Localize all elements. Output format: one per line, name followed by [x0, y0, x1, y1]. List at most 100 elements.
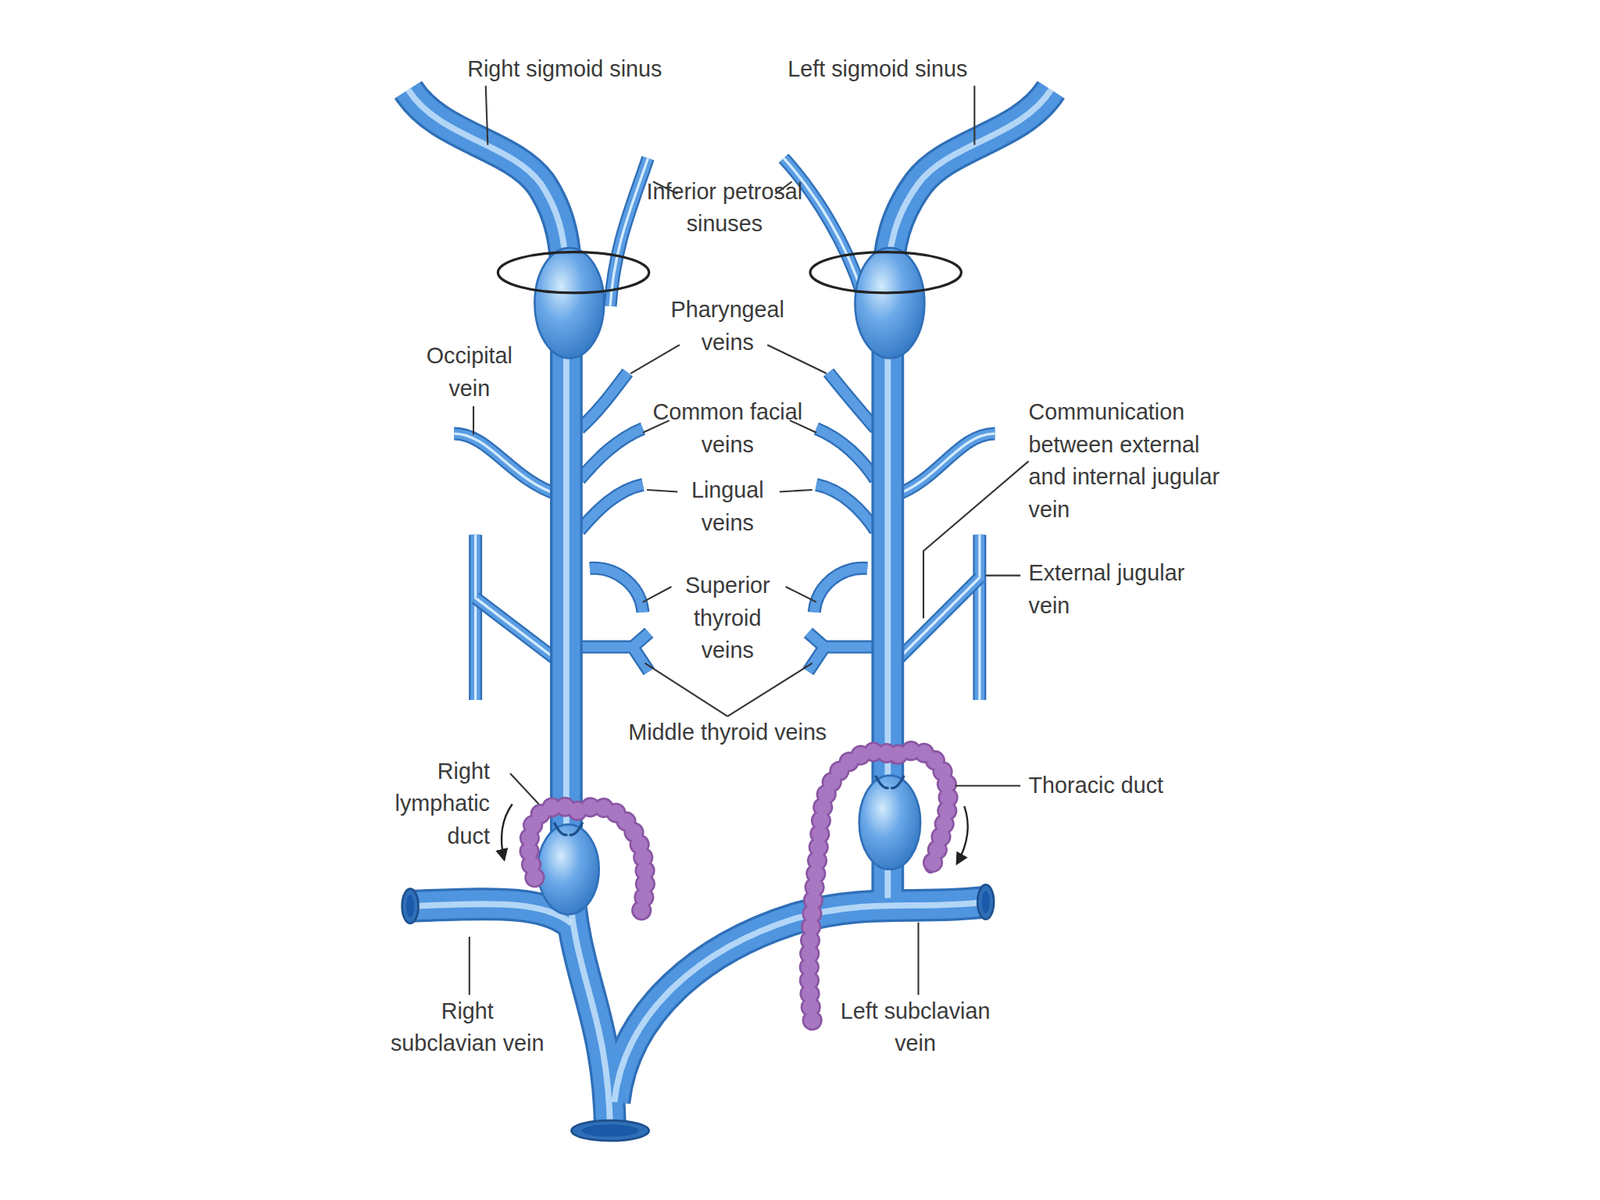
- vein-opening: [571, 1120, 649, 1141]
- brachiocephalic-vein-fill: [568, 877, 611, 1131]
- petrosal-sinus-shine: [783, 157, 863, 294]
- leader-line: [955, 785, 1022, 787]
- jugular-foramen-ring: [497, 252, 649, 293]
- thoracic-duct-beads: [809, 750, 949, 1021]
- vein-valve: [553, 822, 583, 836]
- communicating-vein-shine: [475, 597, 562, 664]
- communicating-vein-fill: [475, 597, 562, 664]
- communicating-vein-outline: [893, 577, 980, 664]
- part-label: Communication between external and inter…: [1028, 396, 1223, 527]
- occipital-vein-outline: [896, 433, 996, 495]
- part-label: Occipital vein: [416, 339, 523, 406]
- external-jugular-shine: [474, 534, 477, 700]
- subclavian-vein-shine: [410, 903, 572, 924]
- leader-lines: [469, 85, 1029, 996]
- thyroid-vein-outline: [807, 632, 878, 672]
- facial-vein-outline: [579, 428, 643, 480]
- part-label: Middle thyroid veins: [594, 716, 861, 750]
- leader-line: [642, 586, 672, 603]
- pharyngeal-vein-fill: [828, 372, 876, 429]
- leader-line: [485, 85, 489, 146]
- thyroid-vein-outline: [814, 567, 868, 612]
- part-label: Right subclavian vein: [387, 994, 547, 1061]
- leader-line: [973, 85, 975, 146]
- internal-jugular-outline: [887, 89, 1051, 898]
- occipital-vein-fill: [453, 433, 560, 495]
- superior-bulb: [534, 247, 604, 358]
- subclavian-vein-outline: [410, 903, 572, 924]
- lingual-vein-outline: [579, 484, 643, 531]
- vein-lumen: [581, 1124, 639, 1137]
- pharyngeal-vein-outline: [828, 372, 876, 429]
- communicating-vein-outline: [475, 597, 562, 664]
- lymphatic-duct: [528, 806, 646, 914]
- leader-line: [985, 575, 1021, 577]
- brachiocephalic-vein-shine: [568, 877, 611, 1131]
- part-label: Right lymphatic duct: [375, 755, 490, 854]
- leader-line: [917, 922, 919, 996]
- internal-jugular-shine: [887, 89, 1051, 898]
- leader-line: [785, 586, 817, 603]
- lymph-ducts: [501, 750, 968, 1021]
- external-jugular-fill: [470, 534, 480, 700]
- occipital-vein-shine: [896, 433, 996, 495]
- vein-lumen: [406, 894, 415, 918]
- thyroid-vein-outline: [579, 632, 650, 672]
- part-label: Inferior petrosal sinuses: [634, 175, 815, 242]
- jugular-foramen-ring: [810, 252, 961, 293]
- leader-line: [644, 663, 812, 717]
- pharyngeal-vein-fill: [579, 372, 628, 429]
- part-label: Left subclavian vein: [833, 994, 997, 1061]
- part-label: Superior thyroid veins: [671, 569, 784, 668]
- subclavian-vein-fill: [410, 903, 572, 924]
- leader-line: [767, 344, 827, 374]
- occipital-vein-shine: [453, 433, 560, 495]
- occipital-vein-fill: [896, 433, 996, 495]
- main-veins: [402, 89, 1052, 1141]
- part-label: Common facial veins: [650, 396, 804, 462]
- part-label: External jugular vein: [1028, 557, 1199, 623]
- tributary-veins: [453, 157, 995, 700]
- leader-line: [779, 489, 813, 493]
- part-label: Thoracic duct: [1028, 769, 1233, 803]
- vein-opening: [402, 889, 419, 924]
- leader-line: [630, 344, 680, 374]
- petrosal-sinus-shine: [610, 157, 648, 306]
- facial-vein-fill: [579, 428, 643, 480]
- thoracic-duct-beads: [809, 750, 949, 1021]
- leader-line: [468, 936, 471, 995]
- lingual-vein-fill: [816, 484, 876, 531]
- facial-vein-outline: [816, 428, 876, 480]
- leader-line: [510, 773, 540, 804]
- external-jugular-fill: [975, 534, 985, 700]
- thyroid-vein-fill: [589, 567, 643, 612]
- leader-line: [923, 460, 1029, 618]
- part-label: Pharyngeal veins: [660, 293, 794, 360]
- lingual-vein-outline: [816, 484, 876, 531]
- petrosal-sinus-fill: [610, 157, 648, 306]
- pharyngeal-vein-outline: [579, 372, 628, 429]
- communicating-vein-shine: [893, 577, 980, 664]
- occipital-vein-outline: [453, 433, 560, 495]
- petrosal-sinus-outline: [783, 157, 863, 294]
- vein-lumen: [981, 890, 990, 914]
- leader-line: [646, 489, 678, 493]
- part-label: Left sigmoid sinus: [787, 53, 1022, 86]
- brachiocephalic-vein-outline: [568, 877, 611, 1131]
- leader-line: [472, 406, 475, 436]
- lymphatic-duct-beads: [528, 806, 646, 914]
- vein-valve: [875, 775, 905, 789]
- part-label: Lingual veins: [681, 474, 774, 540]
- thyroid-vein-fill: [579, 632, 650, 672]
- external-jugular-outline: [972, 534, 986, 700]
- external-jugular-outline: [468, 534, 483, 700]
- petrosal-sinus-fill: [783, 157, 863, 294]
- communicating-vein-fill: [893, 577, 980, 664]
- thyroid-vein-outline: [589, 567, 643, 612]
- vein-opening: [977, 884, 994, 919]
- part-label: Right sigmoid sinus: [467, 53, 712, 86]
- superior-bulb: [855, 247, 925, 358]
- thyroid-vein-fill: [814, 567, 868, 612]
- inferior-bulb: [859, 775, 921, 870]
